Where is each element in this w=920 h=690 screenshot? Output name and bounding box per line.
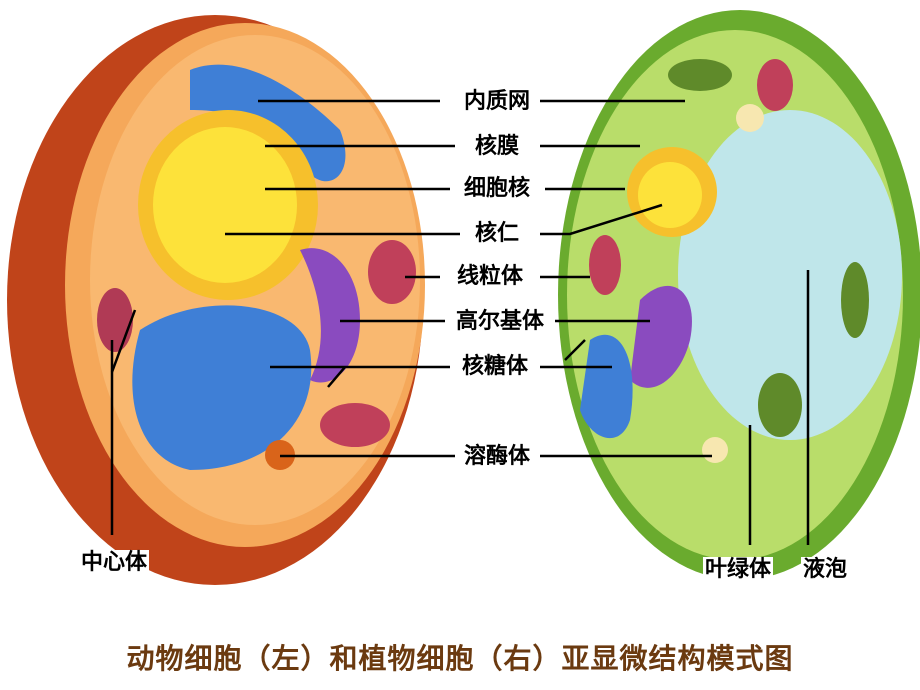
label-golgi-apparatus: 高尔基体 <box>453 309 547 335</box>
mitochondrion-shape <box>368 240 416 304</box>
leader-lines <box>110 99 810 545</box>
diagram-caption: 动物细胞（左）和植物细胞（右）亚显微结构模式图 <box>126 642 794 675</box>
label-centrosome: 中心体 <box>78 550 150 576</box>
plant-cell <box>558 10 920 580</box>
label-endoplasmic-reticulum: 内质网 <box>461 89 533 115</box>
rough-er-shape <box>132 305 312 470</box>
chloroplast-shape <box>758 373 802 437</box>
label-nucleolus: 核仁 <box>472 221 522 247</box>
label-ribosome: 核糖体 <box>459 354 531 380</box>
golgi-shape <box>300 248 360 383</box>
label-mitochondrion: 线粒体 <box>454 264 526 290</box>
label-nucleus: 细胞核 <box>461 176 533 202</box>
label-chloroplast: 叶绿体 <box>702 557 774 583</box>
label-vacuole: 液泡 <box>800 557 850 583</box>
label-lysosome: 溶酶体 <box>461 444 533 470</box>
label-nuclear-envelope: 核膜 <box>472 134 522 160</box>
vacuole-shape <box>678 110 902 440</box>
